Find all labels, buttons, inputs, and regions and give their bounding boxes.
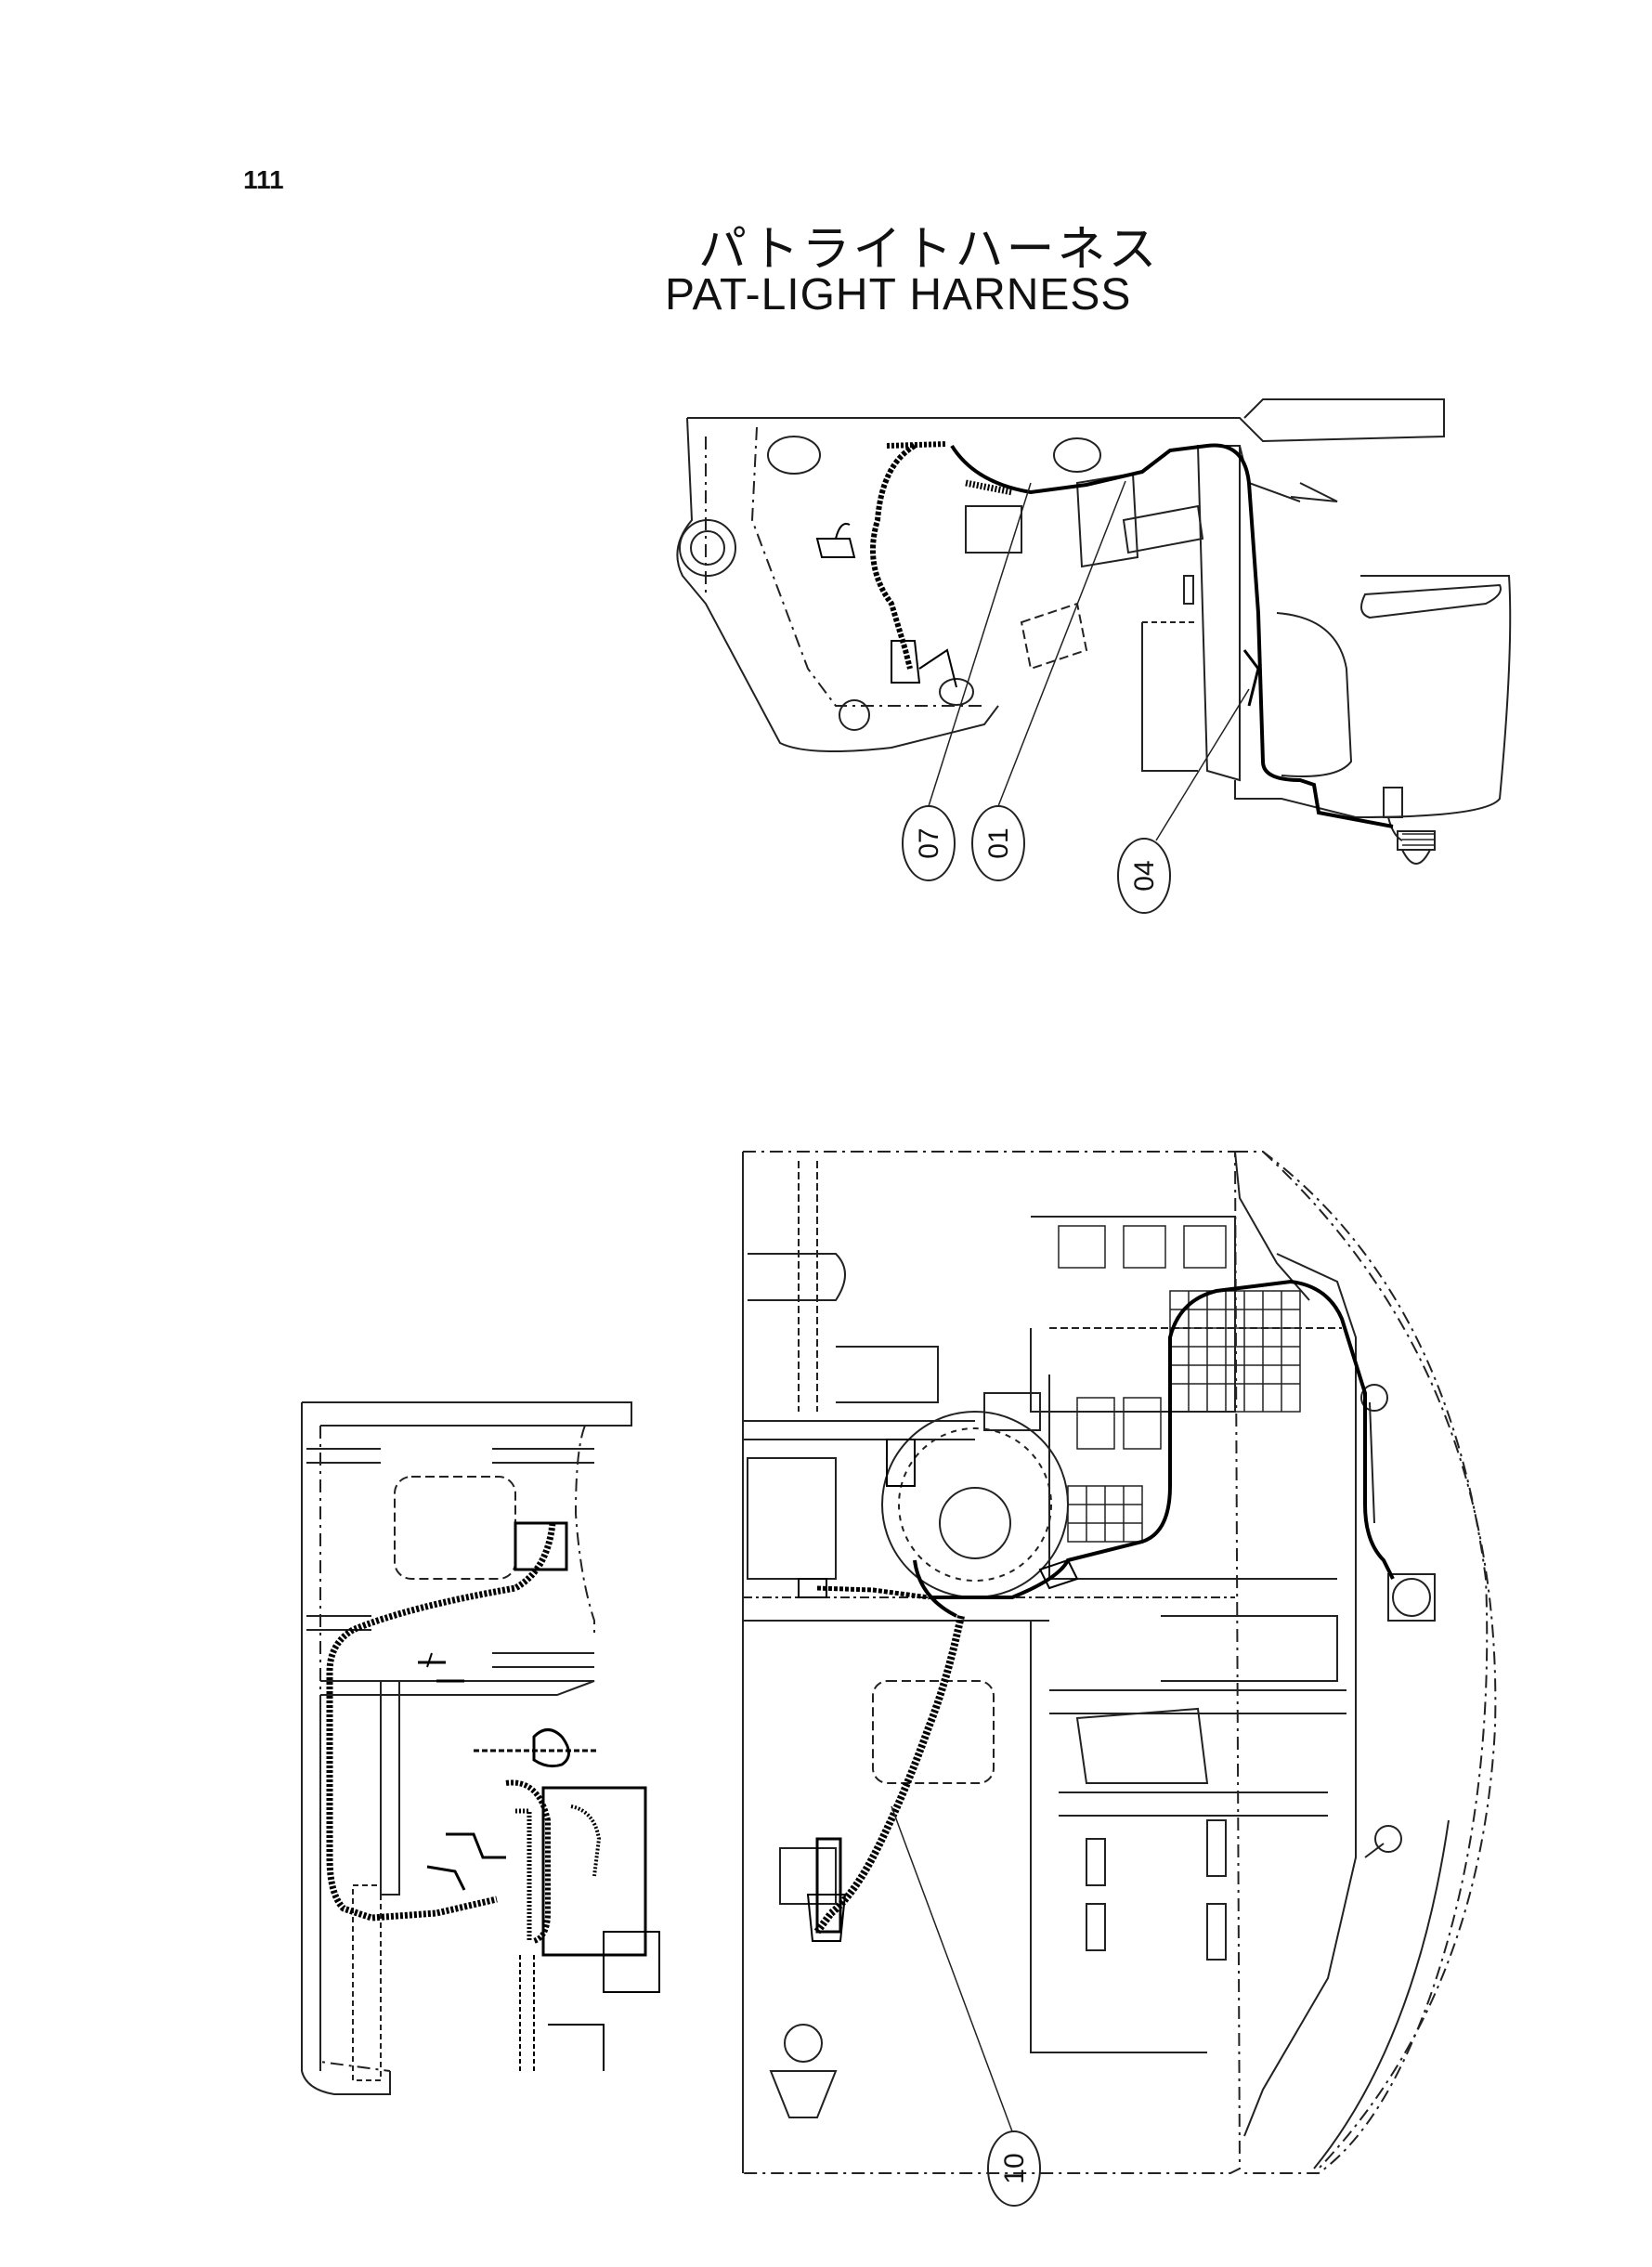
callout-04-label: 04 bbox=[1129, 860, 1160, 891]
bottom-left-frame bbox=[301, 1401, 632, 2095]
top-callout-leaders bbox=[928, 480, 1250, 841]
pat-light-lamp bbox=[1383, 787, 1436, 865]
callout-10: 10 bbox=[987, 2130, 1041, 2207]
bottom-left-harness bbox=[326, 1521, 660, 2071]
callout-10-label: 10 bbox=[999, 2153, 1030, 2183]
callout-07: 07 bbox=[902, 805, 956, 881]
callout-07-label: 07 bbox=[914, 827, 944, 858]
callout-01-label: 01 bbox=[983, 827, 1014, 858]
callout-04: 04 bbox=[1117, 838, 1171, 914]
top-view-frame bbox=[676, 398, 1512, 865]
bottom-right-harness bbox=[798, 1279, 1395, 1942]
top-harness-route bbox=[815, 441, 1394, 828]
radiator-grids bbox=[1058, 1225, 1301, 1543]
title-english: PAT-LIGHT HARNESS bbox=[665, 270, 1132, 319]
bottom-right-frame bbox=[742, 1151, 1497, 2174]
page-number: 111 bbox=[243, 165, 284, 194]
title-japanese: パトライトハーネス bbox=[698, 222, 1160, 278]
bottom-callout-leader bbox=[891, 1805, 1013, 2132]
callout-01: 01 bbox=[971, 805, 1025, 881]
